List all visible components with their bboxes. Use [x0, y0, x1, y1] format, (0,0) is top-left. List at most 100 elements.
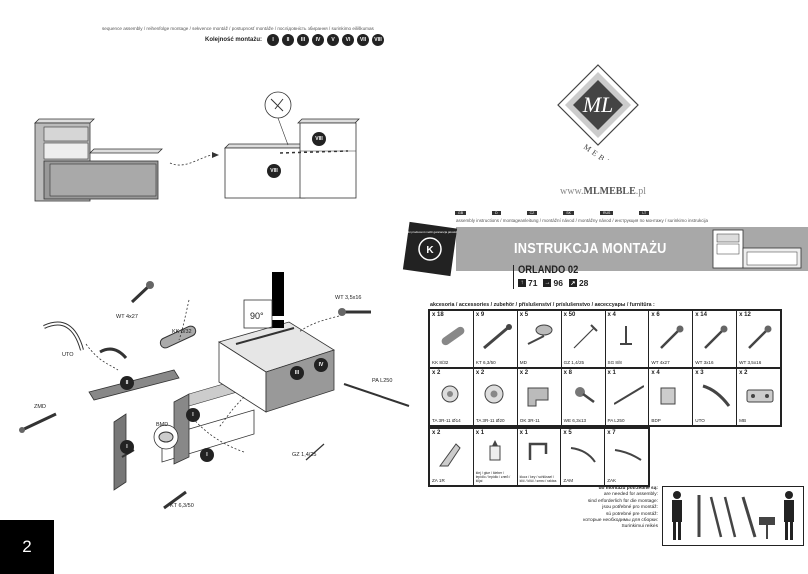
- strip-icon: [613, 385, 644, 405]
- quality-seal-icon: K polski producent mebli gwarancja jakoś…: [403, 221, 458, 277]
- label: WT 4x27: [651, 360, 670, 365]
- qty: x 5: [563, 430, 572, 436]
- qty: x 1: [475, 430, 485, 436]
- label: BDP: [651, 418, 661, 423]
- qty: x 6: [651, 312, 660, 318]
- accessory-wt316: x 14 WT 3x16: [693, 311, 737, 367]
- label-zmd: ZMD: [34, 404, 46, 410]
- page-title: INSTRUKCJA MONTAŻU: [514, 240, 667, 257]
- cap-icon: [441, 385, 459, 403]
- dimension-height: ↑71: [518, 278, 537, 288]
- qty: x 50: [563, 312, 576, 318]
- badge-iii: III: [290, 366, 304, 380]
- step-badge-8: VIII: [372, 34, 385, 46]
- sequence-label: Kolejność montażu:: [205, 37, 263, 43]
- qty: x 2: [739, 370, 748, 376]
- badge-iv: IV: [314, 358, 328, 372]
- language-flags: GB D CZ SK RUS LT: [455, 211, 675, 215]
- label: ZAM: [563, 478, 574, 483]
- person-icon: [785, 491, 793, 499]
- tools-illustration: [672, 491, 794, 540]
- qty: x 8: [563, 370, 572, 376]
- long-screw-icon: [482, 324, 512, 350]
- qty: x 2: [475, 370, 485, 376]
- screwdriver-icon: [723, 496, 737, 538]
- label-wt3516: WT 3,5x16: [335, 295, 362, 301]
- step-badge-2: II: [282, 34, 295, 46]
- dimension-width: →96: [543, 278, 563, 288]
- qty: x 2: [432, 370, 441, 376]
- sequence-row: Kolejność montażu: I II III IV V VI VII …: [205, 34, 385, 46]
- logo-word: MEBLE: [582, 142, 622, 160]
- label: KT 6,3/50: [475, 360, 496, 365]
- qty: x 5: [519, 312, 529, 318]
- glue-icon: [489, 440, 501, 461]
- tools-box: [662, 486, 804, 546]
- accessories-heading-text: akcesoria / accessories / zubehör / přís…: [430, 302, 655, 308]
- qty: x 7: [607, 430, 616, 436]
- accessory-md: x 5 MD: [517, 311, 561, 367]
- plate-icon: [660, 387, 676, 405]
- instruction-languages: assembly instructions / montageanleitung…: [456, 218, 708, 223]
- label: KK 8/32: [432, 360, 449, 365]
- flag-rus: RUS: [599, 211, 614, 215]
- badge-i-right: I: [200, 448, 214, 462]
- brand-url[interactable]: www.MLMEBLE.pl: [560, 186, 646, 197]
- screw-icon: [660, 325, 684, 349]
- label-kk832: KK 8/32: [172, 329, 192, 335]
- url-brand: MLMEBLE: [583, 186, 636, 197]
- hinge-icon: [746, 389, 774, 403]
- product-name: ORLANDO 02: [518, 264, 579, 276]
- title-divider: [513, 265, 514, 289]
- arrow-right-icon: →: [543, 279, 552, 287]
- dowel-icon: [441, 326, 465, 346]
- label: SG 8/8: [607, 360, 622, 365]
- qty: x 3: [695, 370, 704, 376]
- url-suffix: .pl: [635, 186, 647, 197]
- label: WT 3x16: [695, 360, 714, 365]
- label-pal250: PA L250: [372, 378, 393, 384]
- hook-icon: [615, 449, 642, 461]
- handle-icon: [702, 384, 731, 407]
- accessory-zam: x 5 ZAM: [561, 429, 605, 485]
- height-value: 71: [528, 278, 538, 288]
- label: MD: [519, 360, 527, 365]
- qty: x 12: [739, 312, 751, 318]
- screwdriver-icon: [741, 496, 757, 538]
- accessory-wt427: x 6 WT 4x27: [649, 311, 693, 367]
- label-angle: 90°: [250, 311, 264, 321]
- accessories-heading: akcesoria / accessories / zubehör / přís…: [430, 302, 655, 308]
- qty: x 1: [519, 430, 528, 436]
- qty: x 2: [519, 370, 529, 376]
- cam-bolt-icon: [527, 324, 553, 345]
- label: ZAK: [607, 478, 617, 483]
- label-wt427: WT 4x27: [116, 314, 138, 320]
- screwdriver-icon: [709, 496, 723, 538]
- pin-icon: [619, 326, 632, 345]
- ml-meble-logo-icon: ML MEBLE: [557, 64, 639, 160]
- qty: x 14: [695, 312, 707, 318]
- hook-icon: [571, 447, 597, 463]
- tools-note-line: jsou potřebné pro montáž:: [602, 505, 658, 511]
- hammer-icon: [759, 517, 775, 525]
- flag-d: D: [492, 211, 501, 215]
- cap-icon: [484, 384, 504, 404]
- sequence-languages: sequence assembly / reihenfolge montage …: [102, 26, 374, 31]
- badge-ii: II: [120, 376, 134, 390]
- step-badge-1: I: [267, 34, 280, 46]
- label: PA L250: [607, 418, 625, 423]
- key-icon: [528, 442, 547, 460]
- seal-text: polski producent mebli gwarancja jakości: [403, 230, 458, 234]
- flag-cz: CZ: [526, 211, 538, 215]
